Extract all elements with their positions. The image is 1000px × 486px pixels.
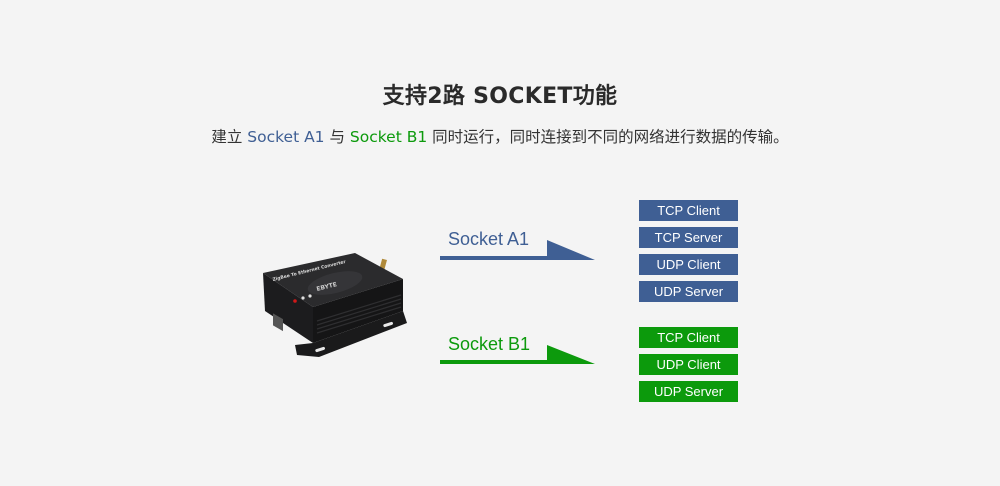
socket-a1-mode-udp-server: UDP Server bbox=[639, 281, 738, 302]
subtitle-socket-b1: Socket B1 bbox=[349, 128, 428, 146]
subtitle-prefix: 建立 bbox=[211, 128, 248, 146]
device-icon: ZigBee To Ethernet Converter EBYTE bbox=[263, 253, 407, 357]
page-title: 支持2路 SOCKET功能 bbox=[382, 84, 618, 109]
socket-b1-mode-tcp-client: TCP Client bbox=[639, 327, 738, 348]
subtitle-suffix: 同时运行，同时连接到不同的网络进行数据的传输。 bbox=[427, 128, 789, 146]
socket-a1-mode-udp-client: UDP Client bbox=[639, 254, 738, 275]
socket-a1-arrow-icon bbox=[440, 240, 595, 260]
converter-device-image: ZigBee To Ethernet Converter EBYTE bbox=[255, 245, 415, 360]
page-subtitle: 建立 Socket A1 与 Socket B1 同时运行，同时连接到不同的网络… bbox=[0, 125, 1000, 147]
socket-a1-mode-tcp-client: TCP Client bbox=[639, 200, 738, 221]
socket-a1-label: Socket A1 bbox=[448, 229, 530, 249]
subtitle-socket-a1: Socket A1 bbox=[247, 128, 325, 146]
subtitle-mid: 与 bbox=[324, 128, 350, 146]
socket-b1-mode-udp-server: UDP Server bbox=[639, 381, 738, 402]
svg-text:EBYTE: EBYTE bbox=[316, 281, 338, 293]
socket-a1-mode-tcp-server: TCP Server bbox=[639, 227, 738, 248]
socket-b1-label: Socket B1 bbox=[448, 334, 531, 354]
socket-b1-arrow-icon bbox=[440, 345, 595, 364]
socket-b1-mode-udp-client: UDP Client bbox=[639, 354, 738, 375]
